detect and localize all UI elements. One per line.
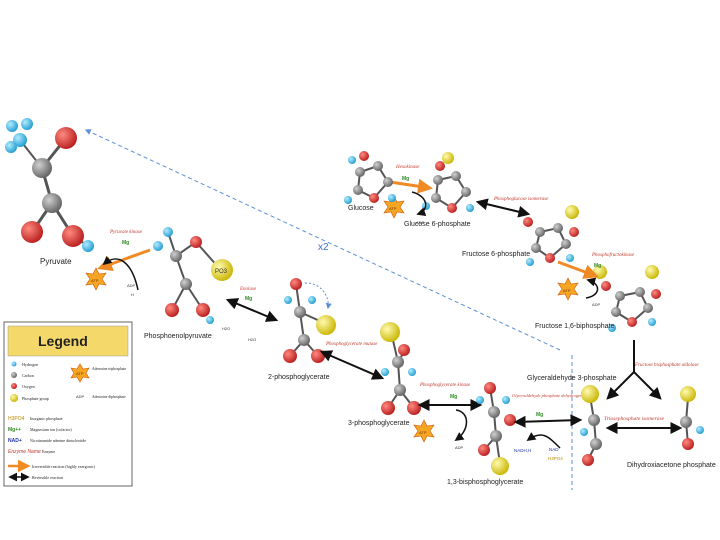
pyruvate-label: Pyruvate: [40, 257, 72, 266]
atp-curve-pgk: [454, 409, 468, 442]
legend-item-irreversible: Irreversible reaction (highly exergonic): [32, 464, 96, 469]
mg-cofactor-hk: Mg: [402, 176, 409, 182]
dhap-molecule: [680, 386, 704, 450]
g6p-label: Glucose 6-phosphate: [404, 221, 471, 228]
three-pg-molecule: [380, 322, 421, 415]
reversible-arrow-pgi: [475, 198, 531, 218]
pyruvate-kinase-label: Pyruvate kinase: [109, 230, 143, 235]
legend-atp-icon: [70, 363, 90, 383]
reversible-arrow-enolase: [225, 298, 279, 322]
f6p-molecule: [523, 205, 579, 266]
pyruvate-molecule: [5, 118, 94, 252]
mg-cofactor-pgk: Mg: [450, 394, 457, 400]
irreversible-arrow-pfk: [557, 260, 599, 279]
hexokinase-label: Hexokinase: [395, 165, 420, 170]
aldolase-label: Fructose bisphosphate aldolase: [634, 363, 699, 368]
legend-adp-label: Adenosine diphosphate: [92, 395, 126, 399]
gapdh-label: Glyceraldehyde phosphate dehydrogenase: [512, 393, 588, 398]
legend-nad-symbol: NAD+: [8, 438, 22, 444]
legend-item-phosphate: Phosphate group: [22, 396, 49, 401]
legend-item-pi: Inorganic phosphate: [30, 416, 63, 421]
legend-adp-text: ADP: [76, 394, 85, 399]
legend-panel: Legend Hydrogen Carbon Oxygen Phosphate …: [3, 321, 133, 487]
g3p-label: Glyceraldehyde 3-phosphate: [527, 375, 617, 382]
pfk-label: Phosphofructokinase: [591, 253, 635, 258]
dhap-label: Dihydroxiacetone phosphate: [627, 462, 716, 469]
legend-atp-label: Adenosine triphosphate: [92, 367, 126, 371]
f16bp-label: Fructose 1,6-biphosphate: [535, 323, 614, 330]
pep-molecule: [153, 227, 233, 324]
adp-text-pgk: ADP: [455, 445, 464, 450]
hplus-text-pk: H: [131, 292, 134, 297]
x2-label: x2: [318, 242, 329, 253]
enolase-label: Enolase: [239, 287, 257, 292]
legend-item-oxygen: Oxygen: [22, 384, 35, 389]
irreversible-arrow-pk: [97, 248, 151, 271]
legend-item-nad: Nicotinamide adenine dinucleotide: [30, 438, 86, 443]
mg-cofactor-enolase: Mg: [245, 296, 252, 302]
irreversible-arrow-hk: [389, 178, 433, 194]
atp-burst-pfk: [557, 277, 579, 301]
nadh-text: NADH,H: [514, 448, 531, 453]
atp-text-pk: ATP: [91, 278, 99, 283]
f16bp-molecule: [593, 265, 661, 332]
pgk-label: Phosphoglycerate kinase: [419, 383, 471, 388]
pep-label: Phosphoenolpyruvate: [144, 333, 212, 340]
g3p-molecule: [580, 385, 602, 466]
h2o-enolase-1: H2O: [222, 326, 230, 331]
reversible-arrow-gapdh: [513, 414, 583, 428]
pep-po3: PO3: [215, 269, 228, 275]
dashed-curve-2pg: [304, 282, 332, 310]
atp-text-pgk: ATP: [419, 430, 427, 435]
atp-text-hk: ATP: [389, 206, 397, 211]
nad-text: NAD: [549, 447, 559, 452]
adp-text-hk: ADP: [416, 220, 425, 225]
bpg-label: 1,3-bisphosphoglycerate: [447, 479, 523, 486]
mg-cofactor-pk: Mg: [122, 240, 129, 246]
legend-item-enzyme: Enzyme: [42, 449, 55, 454]
legend-title: Legend: [38, 333, 88, 349]
two-pg-label: 2-phosphoglycerate: [268, 374, 330, 381]
legend-item-hydrogen: Hydrogen: [22, 362, 38, 367]
mg-cofactor-gapdh: Mg: [536, 412, 543, 418]
legend-enzyme-symbol: Enzyme Name: [8, 449, 41, 455]
pgi-label: Phosphoglucose isomerase: [493, 197, 549, 202]
legend-item-mg: Magnesium ion (cofactor): [30, 427, 72, 432]
atp-burst-pgk: [413, 419, 435, 443]
atp-burst-pk: [85, 267, 107, 291]
tpi-label: Triosephosphate isomerase: [604, 416, 665, 422]
legend-mg-symbol: Mg++: [8, 427, 21, 433]
dashed-return-arrow: [84, 129, 561, 351]
two-pg-molecule: [283, 278, 336, 363]
atp-curve-pfk: [585, 277, 599, 299]
f6p-label: Fructose 6-phosphate: [462, 251, 530, 258]
mg-cofactor-pfk: Mg: [594, 263, 601, 269]
glucose-label: Glucose: [348, 205, 374, 212]
legend-item-carbon: Carbon: [22, 373, 34, 378]
h2o-enolase-2: H2O: [248, 337, 256, 342]
pgm-label: Phosphoglycerate mutase: [325, 342, 378, 347]
atp-text-pfk: ATP: [563, 288, 571, 293]
legend-atp-text: ATP: [76, 371, 84, 376]
aldolase-branch-left: [606, 371, 635, 400]
glucose-molecule: [344, 151, 396, 204]
atp-curve-pk: [102, 255, 139, 291]
pi-text: H3PO4: [548, 456, 563, 461]
legend-pi-symbol: H3PO4: [8, 416, 25, 422]
nad-curve: [526, 432, 561, 449]
atp-curve-hk: [411, 191, 427, 216]
legend-item-reversible: Reversible reaction: [32, 475, 63, 480]
three-pg-label: 3-phosphoglycerate: [348, 420, 410, 427]
atp-burst-hk: [383, 195, 405, 219]
adp-text-pfk: ADP: [592, 302, 601, 307]
aldolase-branch-right: [633, 371, 662, 400]
adp-text-pk: ADP: [127, 283, 136, 288]
bpg-molecule: [476, 382, 516, 475]
reversible-arrow-pgm: [319, 350, 385, 380]
g6p-molecule: [422, 152, 474, 213]
